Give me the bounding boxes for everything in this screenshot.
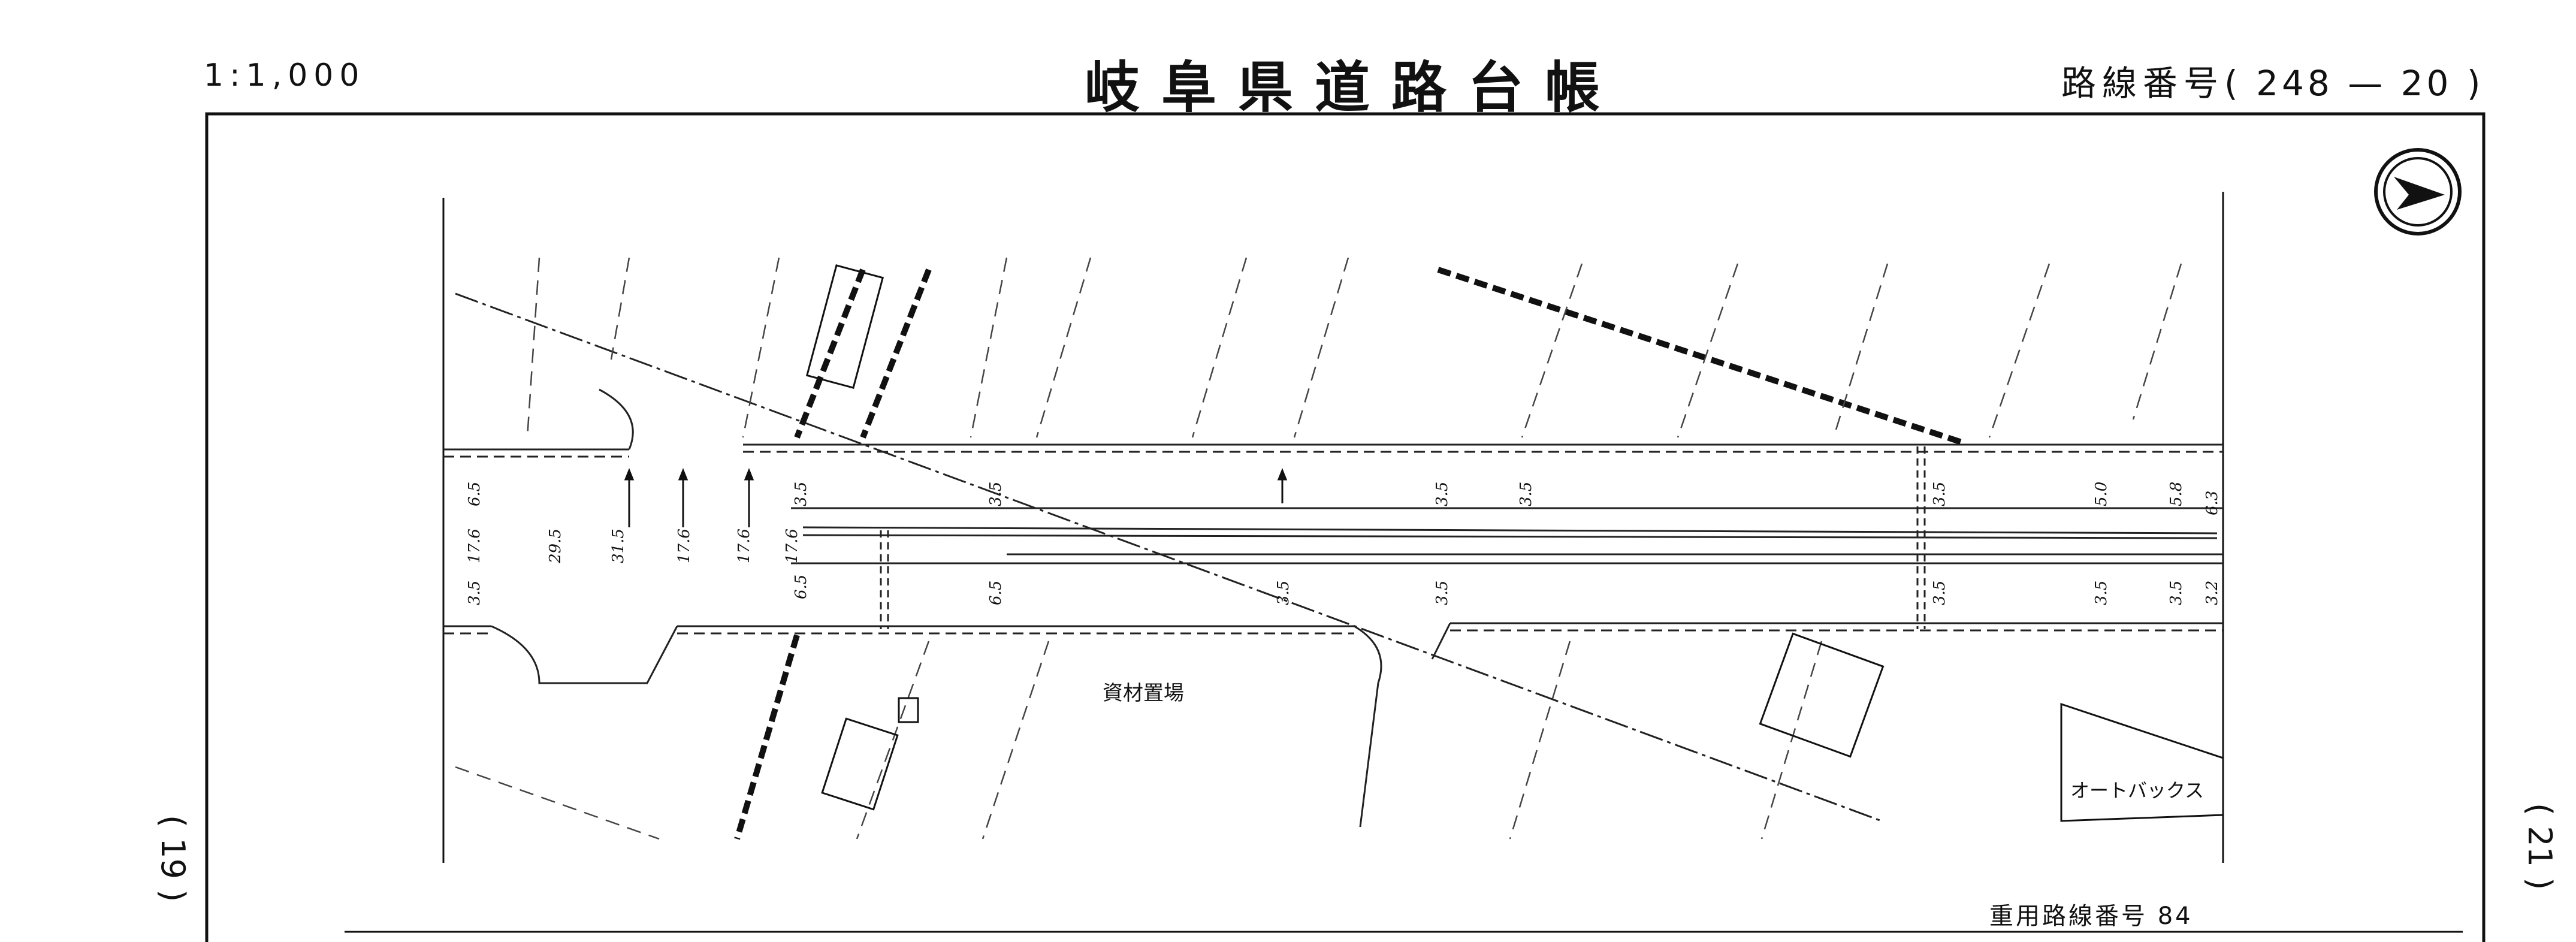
route-number-label: 路線番号 xyxy=(2061,63,2225,104)
dimension-labels: 6.5 17.6 3.5 29.5 31.5 17.6 17.6 17.6 6.… xyxy=(466,482,2221,605)
north-arrow-icon xyxy=(2374,148,2462,236)
dim-label: 6.3 xyxy=(2203,491,2221,515)
route-number: 路線番号( 248 — 20 ) xyxy=(2061,55,2484,105)
road-edges xyxy=(443,388,2223,828)
dim-label: 17.6 xyxy=(675,529,693,563)
scale-label: 1:1,000 xyxy=(204,58,366,93)
dim-label: 3.5 xyxy=(987,482,1005,506)
page-title: 岐阜県道路台帳 xyxy=(1085,56,1622,120)
dim-label: 5.8 xyxy=(2167,482,2185,506)
store-label: オートバックス xyxy=(2070,779,2204,802)
centerline-chain xyxy=(455,292,1882,822)
dim-label: 6.5 xyxy=(466,482,484,506)
dim-label: 3.2 xyxy=(2203,581,2221,605)
sheet-frame xyxy=(205,112,2486,942)
dim-label: 17.6 xyxy=(735,529,753,563)
dim-label: 17.6 xyxy=(466,529,484,563)
property-boundaries xyxy=(455,257,2182,840)
dim-label: 3.5 xyxy=(1517,482,1535,506)
dim-label: 3.5 xyxy=(2167,581,2185,605)
dim-label: 3.5 xyxy=(1931,581,1949,605)
railway-lines xyxy=(734,267,1967,840)
route-number-value: ( 248 — 20 ) xyxy=(2224,63,2484,104)
crosswalk-lines xyxy=(880,446,1926,629)
dim-label: 3.5 xyxy=(1433,482,1451,506)
dim-label: 3.5 xyxy=(1275,581,1292,605)
dim-label: 6.5 xyxy=(987,581,1005,605)
dim-label: 31.5 xyxy=(609,529,627,563)
dim-label: 17.6 xyxy=(783,529,801,563)
dim-label: 3.5 xyxy=(466,581,484,605)
storage-label: 資材置場 xyxy=(1103,681,1184,705)
emergency-route-label: 重用路線番号 84 xyxy=(1989,902,2193,930)
dim-label: 3.5 xyxy=(1433,581,1451,605)
dim-label: 5.0 xyxy=(2092,482,2110,506)
dim-label: 3.5 xyxy=(792,482,810,506)
lane-arrows xyxy=(624,467,1288,527)
dim-label: 3.5 xyxy=(2092,581,2110,605)
dim-label: 6.5 xyxy=(792,575,810,599)
dim-label: 3.5 xyxy=(1931,482,1949,506)
buildings xyxy=(805,264,2224,822)
dim-label: 29.5 xyxy=(546,529,564,564)
